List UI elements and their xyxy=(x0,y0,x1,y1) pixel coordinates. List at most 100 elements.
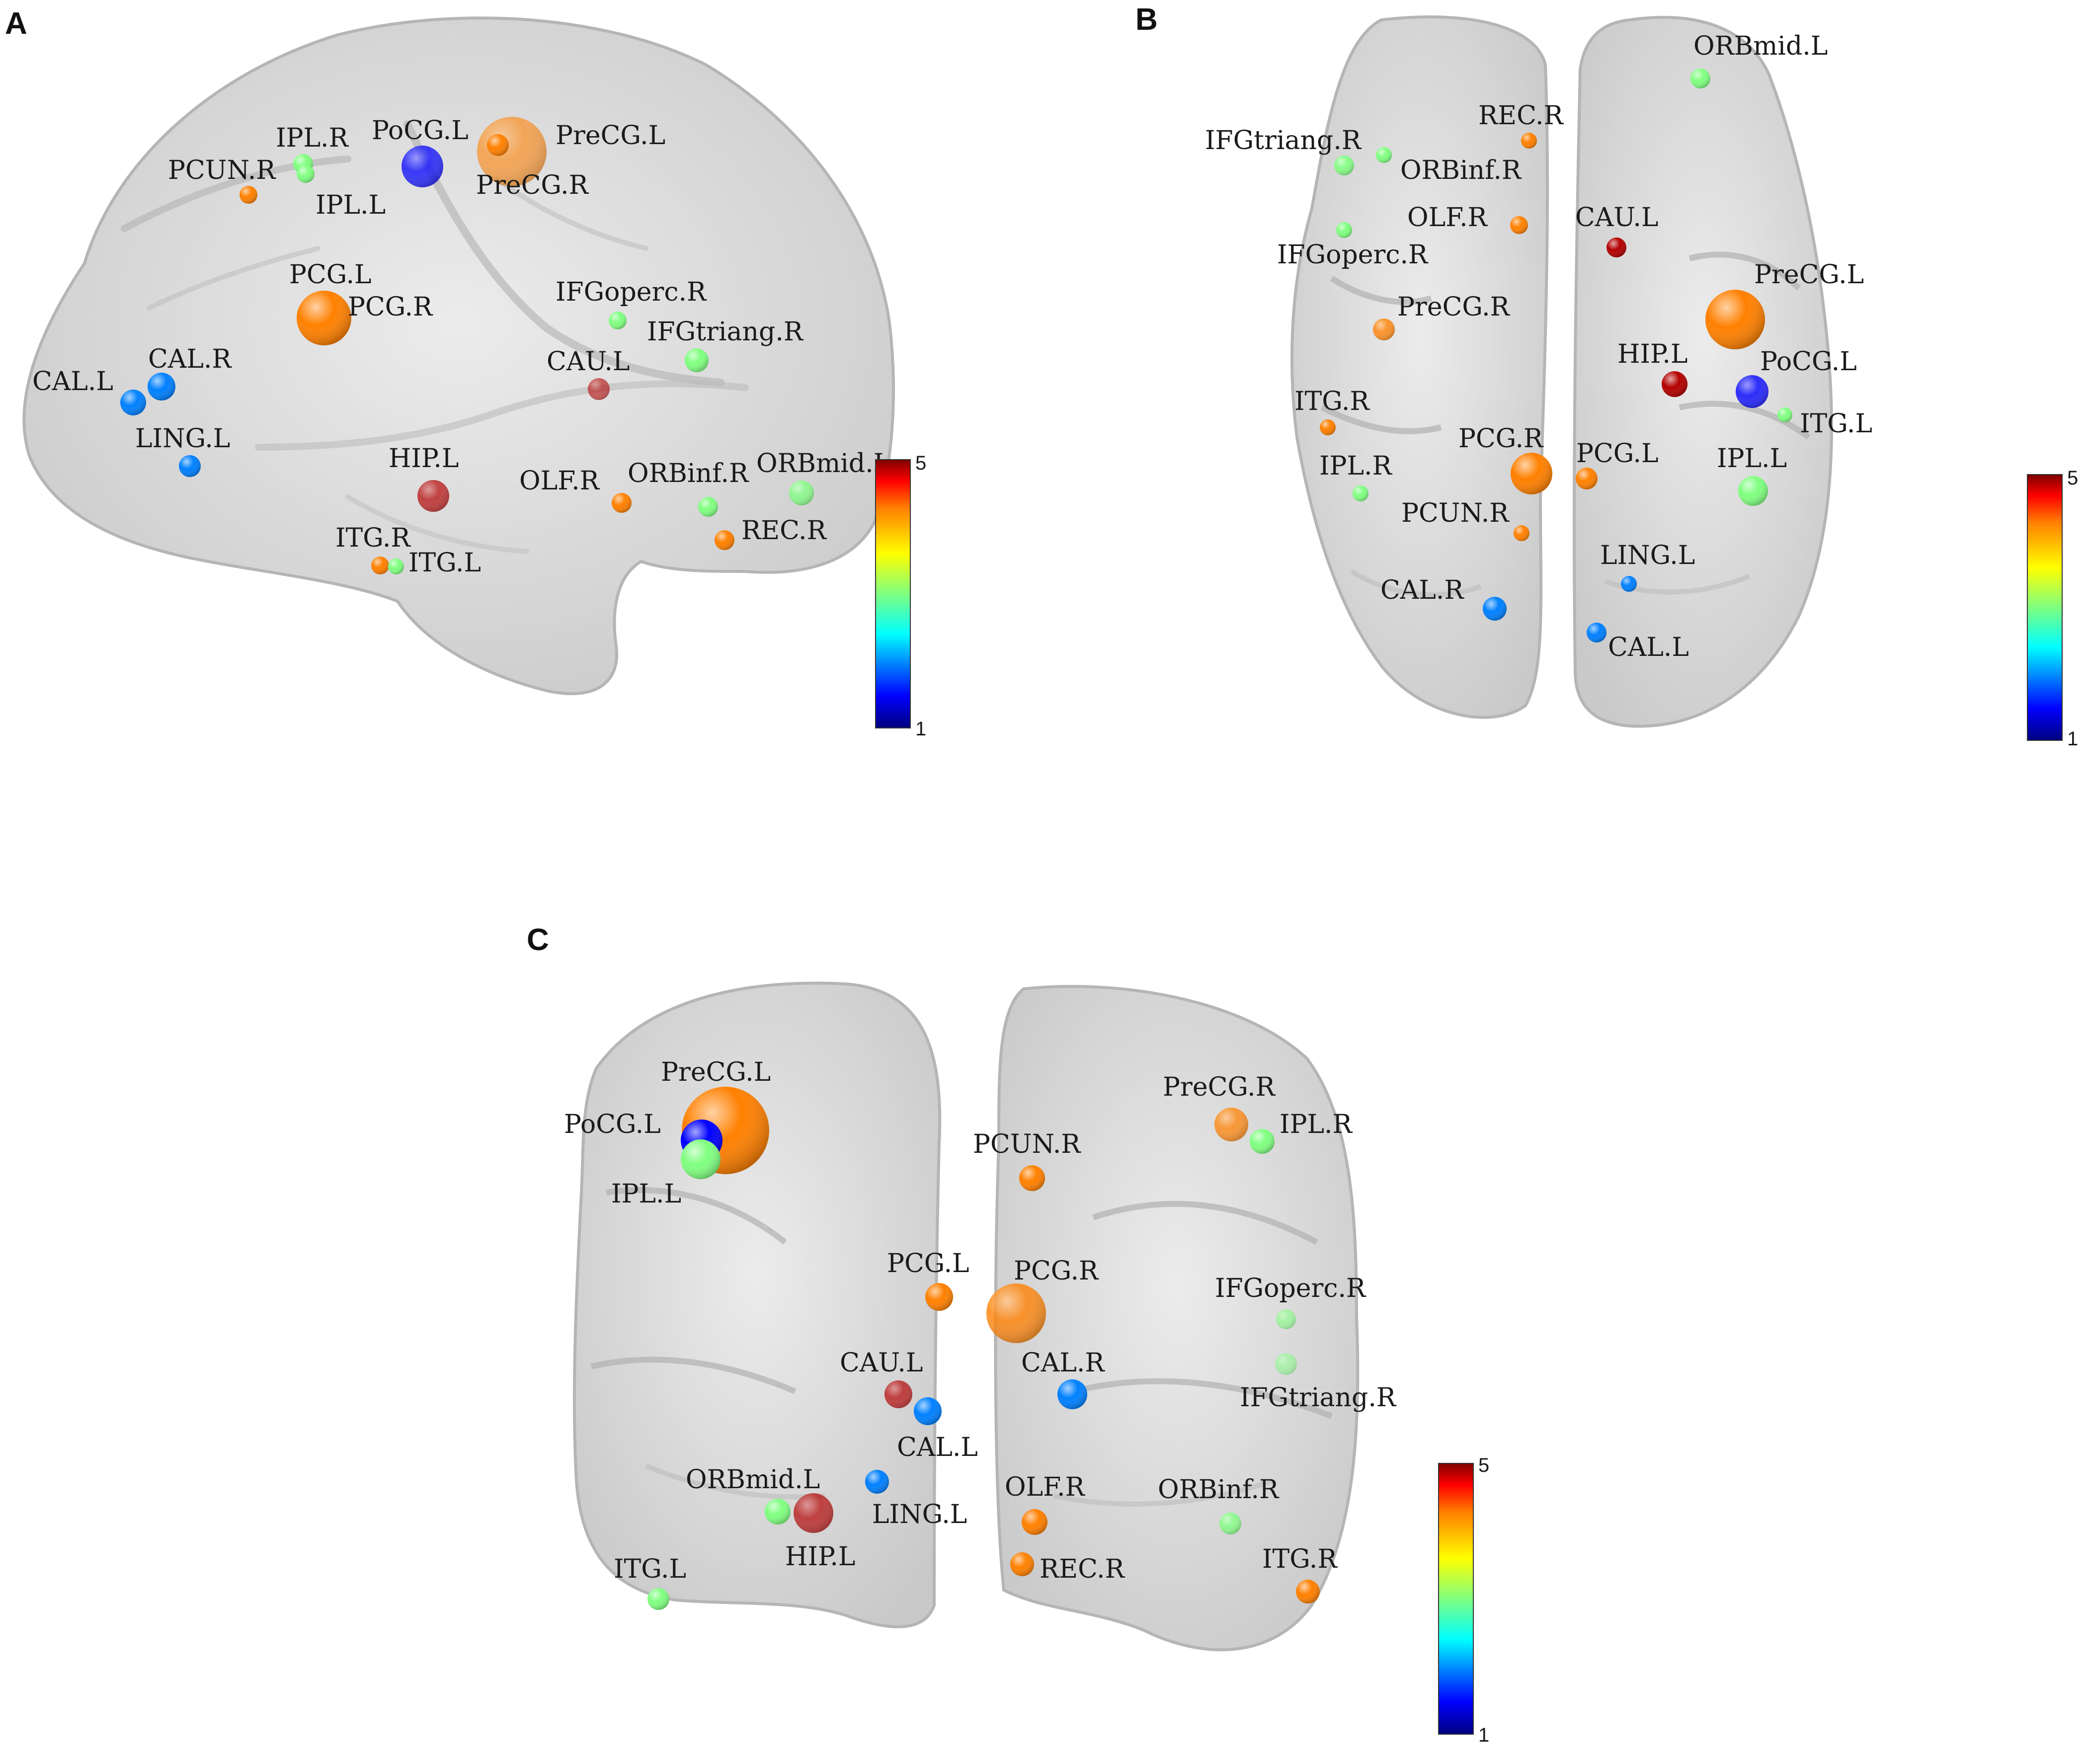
panel-b-node-ling-l-label: LING.L xyxy=(1600,541,1695,570)
panel-a-node-precg-l-label: PreCG.L xyxy=(556,121,665,151)
panel-b-node-pcg-r-shading xyxy=(1511,453,1552,494)
panel-b-node-pocg-l-shading xyxy=(1736,375,1768,408)
panel-c-node-precg-r-label: PreCG.R xyxy=(1163,1072,1276,1102)
panel-b-node-cal-l-shading xyxy=(1587,623,1606,642)
panel-b-node-hip-l-label: HIP.L xyxy=(1617,339,1687,369)
panel-a-node-hip-l-label: HIP.L xyxy=(389,444,459,474)
panel-c-node-ling-l-shading xyxy=(865,1470,889,1494)
panel-c-node-orbmid-l-label: ORBmid.L xyxy=(686,1465,820,1495)
panel-a-brain-surface xyxy=(22,16,895,695)
left-hemisphere-coronal xyxy=(572,981,942,1628)
left-hemisphere-axial xyxy=(1573,15,1833,728)
panel-c: C PreCG.LPoCG.LIPL.LPreCG.RIPL.RPCUN.RPC… xyxy=(527,923,1489,1746)
panel-c-node-ifgtriang-r-label: IFGtriang.R xyxy=(1240,1383,1397,1413)
panel-b-node-itg-l-label: ITG.L xyxy=(1800,409,1872,439)
panel-c-node-cau-l-shading xyxy=(884,1380,912,1408)
panel-c-node-orbinf-r-shading xyxy=(1219,1513,1241,1534)
panel-a-node-pocg-l-shading xyxy=(401,146,443,187)
panel-b-node-pocg-l-label: PoCG.L xyxy=(1760,347,1857,377)
panel-b-node-pcg-l-label: PCG.L xyxy=(1576,439,1659,469)
colorbar-b-max-label: 5 xyxy=(2067,467,2078,489)
colorbar-b-gradient xyxy=(2027,474,2063,741)
panel-c-node-itg-l-label: ITG.L xyxy=(614,1554,686,1584)
panel-c-letter: C xyxy=(527,923,549,957)
panel-a-node-ling-l-shading xyxy=(179,455,201,477)
panel-a-node-rec-r-label: REC.R xyxy=(741,516,827,546)
panel-c-node-precg-l-label: PreCG.L xyxy=(661,1057,771,1087)
panel-a-colorbar: 5 1 xyxy=(875,452,926,740)
panel-a-node-itg-r-shading xyxy=(371,557,389,574)
panel-a-node-precg-r-label: PreCG.R xyxy=(476,170,589,200)
panel-c-colorbar: 5 1 xyxy=(1438,1454,1489,1746)
panel-a-node-ifgtriang-r-label: IFGtriang.R xyxy=(647,317,804,347)
panel-c-node-ling-l-label: LING.L xyxy=(872,1500,967,1529)
panel-c-node-cal-l-shading xyxy=(914,1397,942,1425)
panel-c-node-precg-r-shading xyxy=(1214,1108,1248,1141)
panel-b-node-pcun-r-label: PCUN.R xyxy=(1401,498,1510,528)
colorbar-a-max-label: 5 xyxy=(915,452,926,474)
panel-a-node-cal-l-label: CAL.L xyxy=(32,367,113,397)
panel-a-node-precg-r-shading xyxy=(487,134,509,156)
panel-a-node-itg-l-label: ITG.L xyxy=(408,548,481,578)
panel-b-node-ipl-l-label: IPL.L xyxy=(1717,444,1787,474)
panel-a-node-pcg-l-shading xyxy=(297,291,351,345)
panel-c-node-olf-r-label: OLF.R xyxy=(1005,1472,1086,1502)
panel-b-node-rec-r-label: REC.R xyxy=(1478,101,1564,131)
panel-c-node-ipl-r-label: IPL.R xyxy=(1280,1110,1353,1139)
panel-b-node-cal-r-shading xyxy=(1483,597,1507,621)
panel-a-node-ipl-r-label: IPL.R xyxy=(276,123,349,153)
colorbar-c-min-label: 1 xyxy=(1478,1724,1489,1746)
panel-c-node-pcg-r-label: PCG.R xyxy=(1014,1256,1099,1286)
panel-a-node-cal-l-shading xyxy=(120,390,146,415)
panel-b-node-ifgoperc-r-label: IFGoperc.R xyxy=(1277,240,1429,270)
panel-c-node-itg-r-label: ITG.R xyxy=(1262,1544,1338,1574)
panel-b-node-ipl-r-label: IPL.R xyxy=(1319,451,1393,481)
panel-b-node-ifgtriang-r-shading xyxy=(1334,156,1354,175)
panel-a-node-cal-r-label: CAL.R xyxy=(148,344,232,374)
panel-b-node-precg-r-label: PreCG.R xyxy=(1397,292,1511,322)
panel-a-node-olf-r-label: OLF.R xyxy=(519,466,600,496)
panel-a-node-ipl-l-label: IPL.L xyxy=(316,190,386,220)
panel-b-node-orbmid-l-label: ORBmid.L xyxy=(1693,31,1828,61)
colorbar-b-min-label: 1 xyxy=(2067,728,2078,750)
panel-a-node-precg-l-shading xyxy=(477,117,547,186)
panel-b-letter: B xyxy=(1135,2,1158,37)
panel-b-node-ipl-l-shading xyxy=(1738,476,1768,506)
panel-b-node-precg-l-label: PreCG.L xyxy=(1754,260,1864,290)
panel-a-node-ifgtriang-r-shading xyxy=(685,348,709,372)
panel-a-node-pocg-l-label: PoCG.L xyxy=(372,116,469,146)
panel-b-node-cal-r-label: CAL.R xyxy=(1380,575,1464,605)
panel-b-node-precg-r-shading xyxy=(1373,319,1395,340)
panel-b-node-hip-l-shading xyxy=(1662,371,1687,397)
panel-c-node-itg-l-shading xyxy=(647,1588,669,1610)
panel-a-node-pcg-l-label: PCG.L xyxy=(289,260,372,290)
panel-b-node-orbinf-r-label: ORBinf.R xyxy=(1400,156,1522,185)
panel-a-node-itg-l-shading xyxy=(388,559,404,574)
panel-c-node-cal-r-label: CAL.R xyxy=(1021,1348,1105,1378)
panel-a-node-pcun-r-shading xyxy=(240,186,257,204)
panel-b-node-rec-r-shading xyxy=(1521,133,1537,149)
panel-b-node-ling-l-shading xyxy=(1621,576,1637,592)
panel-c-node-rec-r-shading xyxy=(1010,1552,1034,1576)
panel-b-brain-surface xyxy=(1290,15,1833,728)
panel-a-node-ipl-l-shading xyxy=(297,165,315,183)
panel-c-node-cal-r-shading xyxy=(1057,1379,1087,1409)
panel-b-node-itg-l-shading xyxy=(1777,407,1792,422)
right-hemisphere-axial xyxy=(1290,15,1549,719)
panel-b-node-orbinf-r-shading xyxy=(1376,147,1392,163)
panel-a-node-olf-r-shading xyxy=(612,493,632,513)
panel-a-node-cau-l-label: CAU.L xyxy=(547,347,630,377)
panel-c-node-cal-l-label: CAL.L xyxy=(897,1433,978,1462)
panel-b-node-itg-r-shading xyxy=(1320,419,1336,435)
panel-c-node-itg-r-shading xyxy=(1296,1580,1320,1604)
panel-a-node-orbmid-l-shading xyxy=(789,481,814,505)
panel-b-node-pcg-l-shading xyxy=(1576,468,1598,489)
panel-a-node-orbinf-r-label: ORBinf.R xyxy=(628,459,749,488)
panel-c-node-hip-l-shading xyxy=(794,1493,833,1533)
panel-c-node-ifgoperc-r-shading xyxy=(1276,1309,1296,1329)
panel-c-node-orbinf-r-label: ORBinf.R xyxy=(1158,1475,1280,1505)
panel-c-node-cau-l-label: CAU.L xyxy=(840,1348,923,1378)
